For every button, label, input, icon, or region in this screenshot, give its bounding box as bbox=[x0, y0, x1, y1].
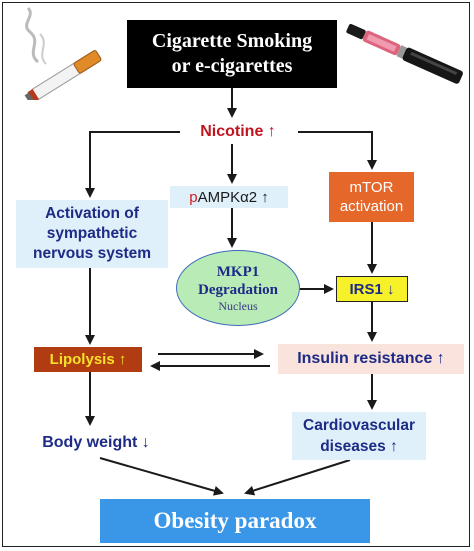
insulin-label: Insulin resistance ↑ bbox=[297, 350, 445, 367]
bodyweight-label: Body weight ↓ bbox=[42, 434, 150, 451]
obesity-paradox-node: Obesity paradox bbox=[100, 499, 370, 543]
cardio-line-2: diseases ↑ bbox=[320, 438, 398, 455]
sympathetic-line-3: nervous system bbox=[32, 245, 152, 262]
e-cigarette-icon bbox=[346, 23, 463, 84]
pampk-prefix: p bbox=[189, 188, 198, 206]
irs1-node: IRS1 ↓ bbox=[336, 276, 408, 302]
arrow-nicotine-to-mtor bbox=[298, 131, 377, 170]
mkp1-node: MKP1 Degradation Nucleus bbox=[176, 250, 300, 326]
arrow-nicotine-to-sympathetic bbox=[85, 131, 180, 198]
cardio-line-1: Cardiovascular bbox=[303, 417, 415, 434]
lipolysis-node: Lipolysis ↑ bbox=[34, 347, 142, 372]
mkp1-line-1: MKP1 bbox=[216, 264, 260, 280]
sympathetic-line-1: Activation of bbox=[45, 205, 139, 222]
mkp1-line-3: Nucleus bbox=[218, 299, 258, 313]
nicotine-node: Nicotine ↑ bbox=[178, 120, 298, 144]
irs1-label: IRS1 ↓ bbox=[349, 280, 395, 298]
body-weight-node: Body weight ↓ bbox=[22, 428, 170, 458]
cardiovascular-node: Cardiovascular diseases ↑ bbox=[292, 412, 426, 460]
diagram-frame bbox=[2, 2, 470, 547]
mtor-line-1: mTOR bbox=[349, 179, 394, 196]
arrow-cardio-to-obesity bbox=[244, 459, 351, 496]
nicotine-label: Nicotine ↑ bbox=[200, 123, 276, 140]
pampk-label: AMPKα2 ↑ bbox=[197, 188, 269, 206]
obesity-label: Obesity paradox bbox=[153, 508, 317, 533]
title-line-1: Cigarette Smoking bbox=[151, 30, 313, 52]
mkp1-line-2: Degradation bbox=[198, 282, 278, 298]
lipolysis-label: Lipolysis ↑ bbox=[49, 351, 127, 368]
sympathetic-node: Activation of sympathetic nervous system bbox=[16, 200, 168, 268]
smoking-title-box: Cigarette Smoking or e-cigarettes bbox=[127, 20, 337, 88]
title-line-2: or e-cigarettes bbox=[171, 55, 293, 77]
mtor-node: mTOR activation bbox=[329, 172, 414, 222]
arrow-bodyweight-to-obesity bbox=[99, 457, 224, 496]
cigarette-icon bbox=[24, 6, 102, 100]
mtor-line-2: activation bbox=[339, 198, 404, 215]
sympathetic-line-2: sympathetic bbox=[46, 225, 138, 242]
insulin-resistance-node: Insulin resistance ↑ bbox=[278, 344, 464, 374]
